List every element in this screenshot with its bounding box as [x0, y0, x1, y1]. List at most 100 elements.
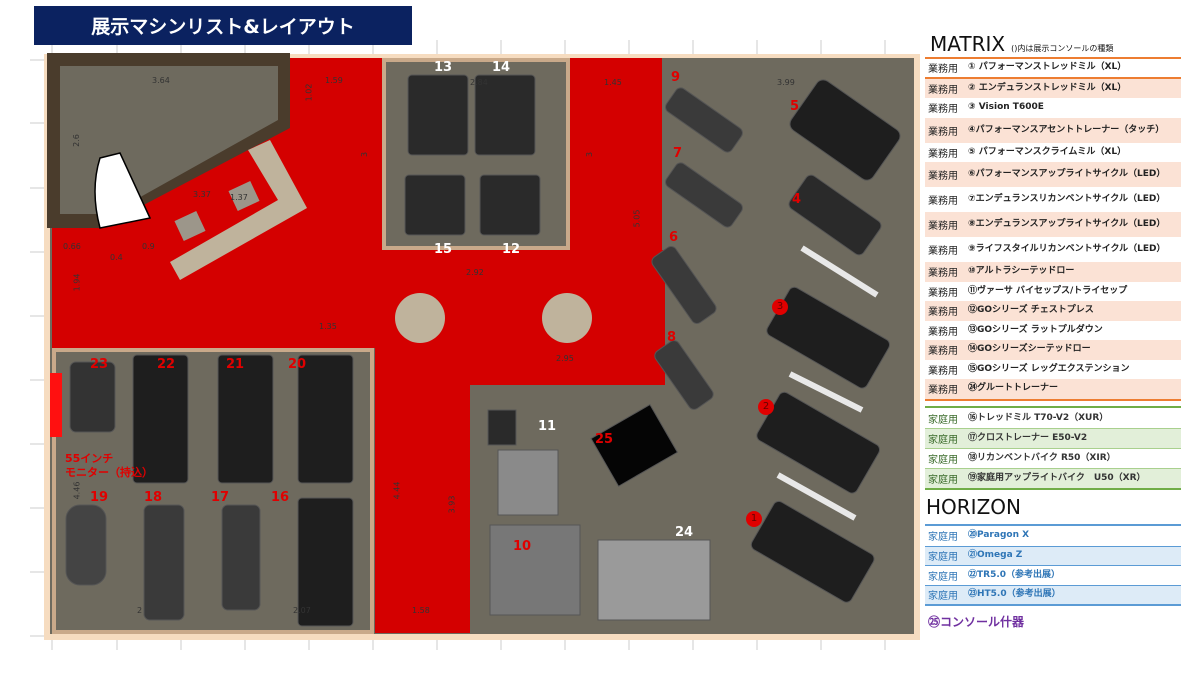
- machine-number: 20: [288, 357, 307, 372]
- machine-number: 21: [226, 357, 245, 372]
- dimension-label: 1.58: [412, 606, 430, 615]
- treadmill-21: [217, 354, 274, 484]
- machine-number-circled: 3: [772, 299, 788, 315]
- dimension-label: 1.37: [230, 193, 248, 202]
- dimension-label: 0.4: [110, 253, 123, 262]
- dimension-label: 3.64: [152, 76, 170, 85]
- machine-number: 24: [675, 525, 694, 540]
- dimension-label: 1.59: [325, 76, 343, 85]
- machine-number: 19: [90, 490, 109, 505]
- upright-8: [654, 340, 714, 410]
- dimension-label: 0.66: [63, 242, 81, 251]
- dimension-label: 2.92: [466, 268, 484, 277]
- machine-number: 6: [669, 230, 679, 245]
- matrix-brand: MATRIX()内は展示コンソールの種類: [930, 32, 1114, 56]
- upright-6: [651, 246, 717, 324]
- seated-row-10: [489, 524, 581, 616]
- stool: [228, 180, 260, 212]
- horizon-brand: HORIZON: [926, 495, 1021, 519]
- reception-counter: [170, 140, 307, 280]
- machine-number: 22: [157, 357, 176, 372]
- dimension-label: 2.07: [293, 606, 311, 615]
- dimension-label: 2.6: [71, 134, 81, 147]
- biceps-triceps-frame: [497, 449, 559, 516]
- machine-number-circled: 2: [758, 399, 774, 415]
- treadmill-16: [297, 497, 354, 627]
- machine-number: 10: [513, 539, 532, 554]
- dimension-label: 2: [137, 606, 143, 615]
- round-table: [395, 293, 445, 343]
- dimension-label: 3: [585, 151, 595, 158]
- dimension-label: 3.99: [777, 78, 795, 87]
- treadmill-22: [132, 354, 189, 484]
- console-fixture-label: ㉕コンソール什器: [928, 615, 1025, 629]
- round-table: [542, 293, 592, 343]
- monitor-note: 55インチモニター（持込）: [65, 452, 153, 479]
- dimension-label: 0.9: [142, 242, 155, 251]
- monitor-marker: [50, 373, 62, 437]
- climbmill-5: [789, 79, 901, 181]
- stool: [174, 210, 206, 242]
- ascent-4: [788, 174, 882, 256]
- door: [94, 152, 152, 229]
- machines: [65, 74, 901, 627]
- machine-number: 4: [792, 192, 802, 207]
- machine-number-circled: 1: [746, 511, 762, 527]
- bike-19: [65, 504, 107, 586]
- crosstrainer-17: [221, 504, 261, 611]
- machine-number: 7: [673, 146, 683, 161]
- machine-number: 25: [595, 432, 614, 447]
- machine-number: 12: [502, 242, 521, 257]
- dimension-label: 2.84: [470, 78, 488, 87]
- recumbent-9: [665, 87, 743, 153]
- climber-23: [69, 361, 116, 433]
- dimension-label: 2.95: [556, 354, 574, 363]
- machine-number: 8: [667, 330, 677, 345]
- biceps-triceps-11: [487, 409, 517, 446]
- dimension-label: 3.37: [193, 190, 211, 199]
- leg-extension-15: [404, 174, 466, 236]
- dimension-label: 1.35: [319, 322, 337, 331]
- machine-number: 13: [434, 60, 453, 75]
- dimension-label: 3: [360, 151, 370, 158]
- page-title: 展示マシンリスト&レイアウト: [34, 6, 412, 45]
- chest-press-12: [479, 174, 541, 236]
- dimension-label: 1.94: [72, 273, 82, 292]
- lat-pulldown-13: [407, 74, 469, 156]
- machine-number: 16: [271, 490, 290, 505]
- dimension-label: 1.02: [304, 83, 314, 102]
- floor-stripes: [776, 245, 879, 521]
- treadmill-20: [297, 354, 354, 484]
- dimension-label: 5.05: [632, 209, 642, 228]
- machine-number: 9: [671, 70, 681, 85]
- dimension-label: 4.44: [392, 481, 402, 500]
- seated-row-14: [474, 74, 536, 156]
- recumbent-18: [143, 504, 185, 621]
- machine-number: 14: [492, 60, 511, 75]
- treadmill-1: [750, 500, 875, 603]
- glute-trainer-24: [597, 539, 711, 621]
